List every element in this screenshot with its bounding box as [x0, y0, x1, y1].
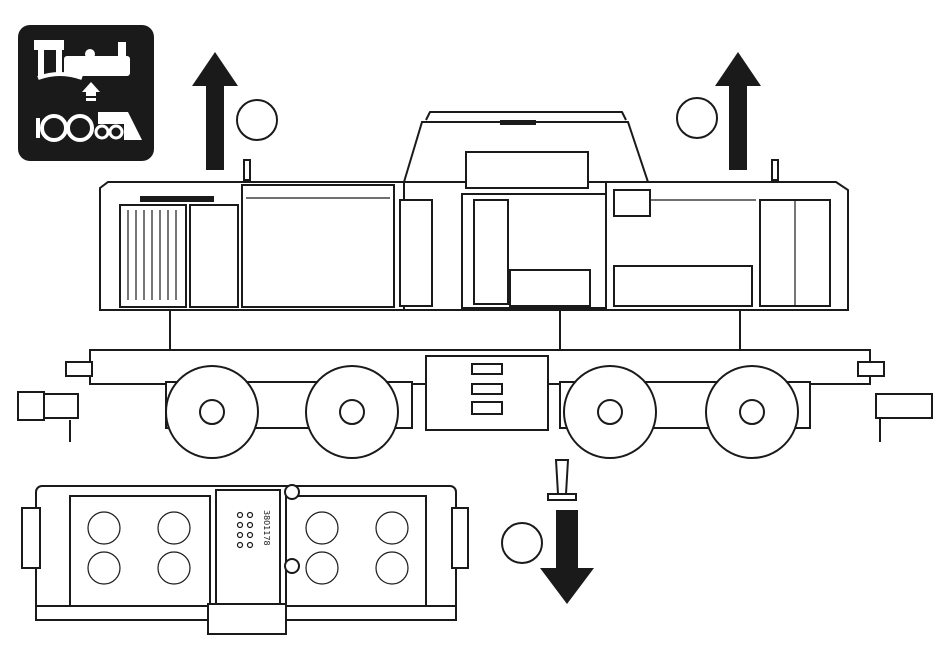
lift-arrow-left-icon: [192, 52, 277, 170]
part-number-label: 3801178: [262, 510, 271, 546]
locomotive-mode-pictogram-icon: [18, 25, 154, 161]
underframe-bottom-view: 3801178: [22, 485, 468, 634]
locomotive-side-view: [18, 112, 932, 458]
screw-down-arrow-icon: [502, 460, 594, 604]
lift-arrow-right-icon: [677, 52, 761, 170]
